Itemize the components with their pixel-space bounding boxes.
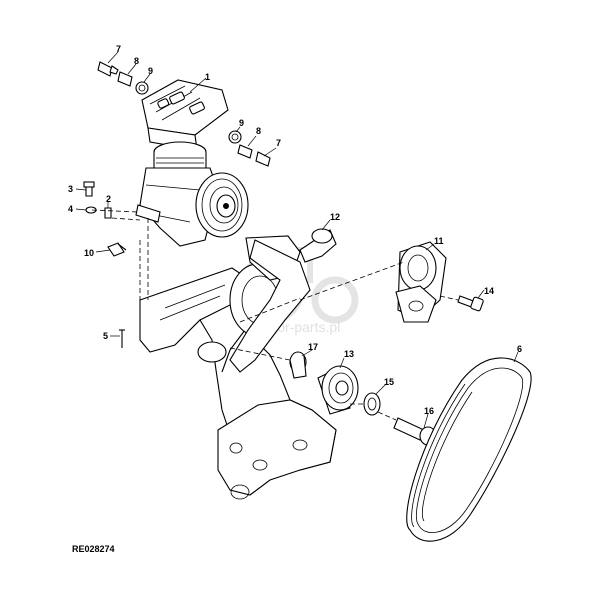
belt-tensioner — [395, 241, 447, 323]
callout-9-right: 9 — [239, 118, 244, 128]
callout-4: 4 — [68, 204, 73, 214]
callout-6: 6 — [517, 344, 522, 354]
small-fasteners — [83, 181, 127, 257]
compressor-belt — [229, 239, 311, 373]
leader-lines — [75, 51, 519, 429]
idler-pulley — [317, 365, 359, 415]
callout-2: 2 — [106, 194, 111, 204]
callout-14: 14 — [484, 286, 494, 296]
mounting-bracket — [139, 263, 337, 500]
serpentine-belt — [406, 357, 532, 542]
locator-lines — [91, 209, 459, 421]
callout-10: 10 — [84, 248, 94, 258]
callout-labels: 1 2 3 4 5 6 7 7 8 8 9 9 10 11 12 13 14 1… — [68, 44, 522, 416]
callout-3: 3 — [68, 184, 73, 194]
callout-1: 1 — [205, 72, 210, 82]
callout-8-left: 8 — [134, 56, 139, 66]
spacer-17 — [289, 351, 307, 379]
pin-5 — [119, 329, 125, 348]
bolt-14 — [457, 295, 484, 312]
callout-12: 12 — [330, 212, 340, 222]
callout-7-right: 7 — [276, 138, 281, 148]
callout-9-left: 9 — [148, 66, 153, 76]
callout-5: 5 — [103, 331, 108, 341]
callout-8-right: 8 — [256, 126, 261, 136]
callout-15: 15 — [384, 377, 394, 387]
fitting-set-right — [228, 130, 271, 167]
callout-11: 11 — [434, 236, 444, 246]
fitting-set-left — [97, 61, 149, 95]
callout-17: 17 — [308, 342, 318, 352]
reference-code: RE028274 — [72, 544, 115, 554]
callout-7-left: 7 — [116, 44, 121, 54]
air-compressor — [135, 79, 249, 247]
callout-16: 16 — [424, 406, 434, 416]
washer-15 — [363, 392, 381, 416]
callout-13: 13 — [344, 349, 354, 359]
